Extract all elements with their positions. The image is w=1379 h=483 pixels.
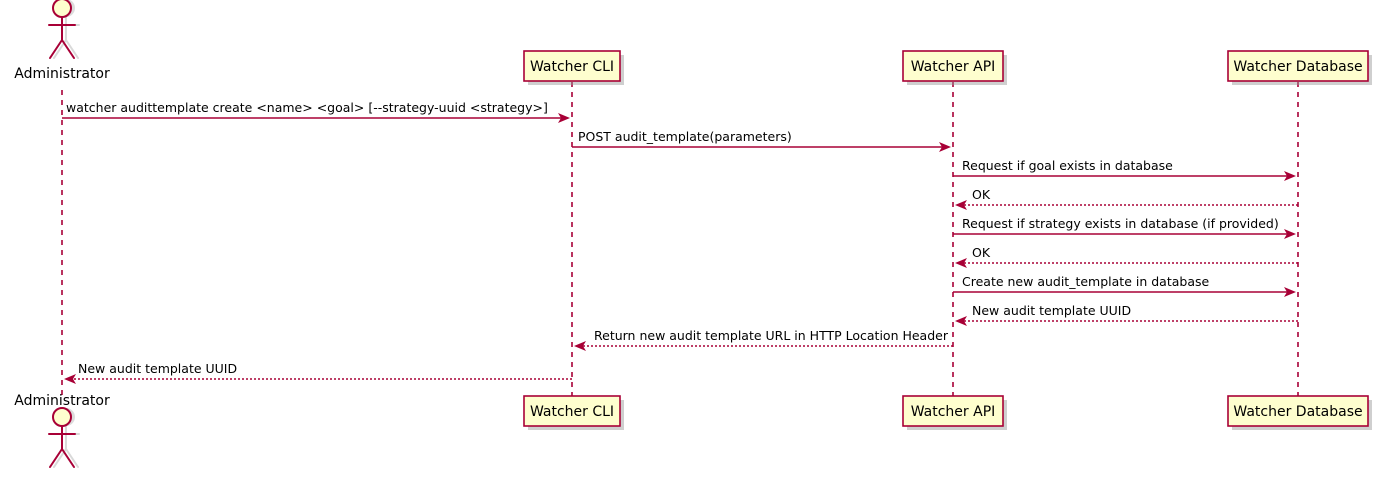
actor-label-administrator-bottom: Administrator: [14, 393, 110, 409]
message-label: OK: [972, 187, 991, 202]
message-arrowhead: [1284, 287, 1296, 297]
message-label: New audit template UUID: [78, 361, 237, 376]
message-arrowhead: [558, 113, 570, 123]
message-arrowhead: [955, 258, 967, 268]
actor-head-icon: [52, 407, 72, 427]
message-3: OK: [955, 187, 1298, 210]
participant-label: Watcher API: [911, 59, 996, 75]
actor-head-icon: [52, 0, 72, 18]
message-arrowhead: [955, 200, 967, 210]
participant-box-rect[interactable]: [523, 395, 621, 427]
participant-box-rect[interactable]: [1227, 395, 1369, 427]
actor-label-administrator-top: Administrator: [14, 66, 110, 82]
participant-box-rect[interactable]: [902, 50, 1004, 82]
actor-body: [48, 16, 76, 59]
actor-figure-administrator-top: [48, 0, 80, 59]
actor-shadow: [52, 16, 80, 59]
participant-box-rect[interactable]: [902, 395, 1004, 427]
lifelines-layer: [61, 82, 1299, 396]
message-arrowhead: [574, 341, 586, 351]
participant-box-watcher-database-bottom[interactable]: Watcher Database: [1227, 395, 1372, 430]
message-label: Request if goal exists in database: [962, 158, 1173, 173]
message-arrowhead: [955, 316, 967, 326]
message-arrowhead: [1284, 171, 1296, 181]
participant-label: Watcher CLI: [530, 59, 614, 75]
message-label: POST audit_template(parameters): [578, 129, 792, 144]
message-2: Request if goal exists in database: [953, 158, 1296, 181]
message-0: watcher audittemplate create <name> <goa…: [62, 100, 570, 123]
message-arrowhead: [64, 374, 76, 384]
actor-figure-administrator-bottom: [48, 407, 80, 468]
participant-box-rect[interactable]: [523, 50, 621, 82]
messages-layer: watcher audittemplate create <name> <goa…: [62, 100, 1298, 384]
participant-label: Watcher API: [911, 404, 996, 420]
message-7: New audit template UUID: [955, 303, 1298, 326]
actor-shadow: [52, 425, 80, 468]
message-label: OK: [972, 245, 991, 260]
message-8: Return new audit template URL in HTTP Lo…: [574, 328, 953, 351]
message-label: Create new audit_template in database: [962, 274, 1209, 289]
participant-box-watcher-cli-top[interactable]: Watcher CLI: [523, 50, 624, 85]
message-9: New audit template UUID: [64, 361, 572, 384]
participant-box-watcher-api-bottom[interactable]: Watcher API: [902, 395, 1007, 430]
participant-box-watcher-database-top[interactable]: Watcher Database: [1227, 50, 1372, 85]
message-5: OK: [955, 245, 1298, 268]
message-arrowhead: [939, 142, 951, 152]
message-4: Request if strategy exists in database (…: [953, 216, 1296, 239]
participant-label: Watcher Database: [1233, 59, 1362, 75]
message-1: POST audit_template(parameters): [572, 129, 951, 152]
message-label: watcher audittemplate create <name> <goa…: [66, 100, 548, 115]
participant-label: Watcher CLI: [530, 404, 614, 420]
message-label: New audit template UUID: [972, 303, 1131, 318]
message-label: Request if strategy exists in database (…: [962, 216, 1279, 231]
participant-box-watcher-cli-bottom[interactable]: Watcher CLI: [523, 395, 624, 430]
message-6: Create new audit_template in database: [953, 274, 1296, 297]
participant-box-rect[interactable]: [1227, 50, 1369, 82]
actor-body: [48, 425, 76, 468]
participant-label: Watcher Database: [1233, 404, 1362, 420]
message-label: Return new audit template URL in HTTP Lo…: [594, 328, 949, 343]
message-arrowhead: [1284, 229, 1296, 239]
participant-box-watcher-api-top[interactable]: Watcher API: [902, 50, 1007, 85]
